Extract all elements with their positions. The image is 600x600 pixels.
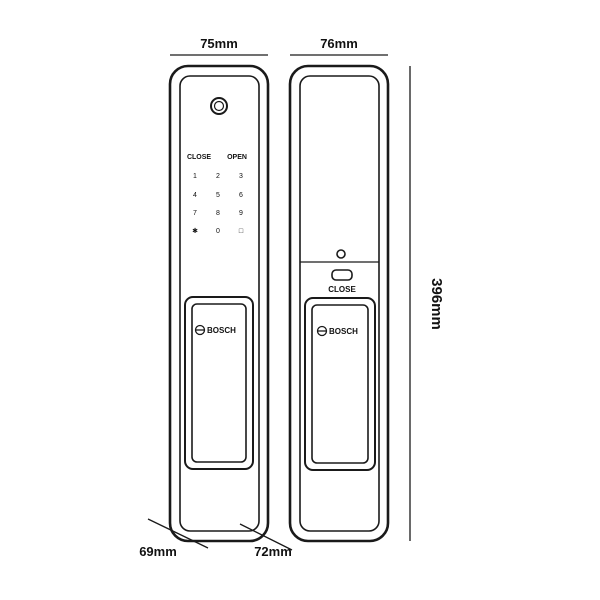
back-panel-outer — [288, 64, 390, 543]
front-depth-label: 69mm — [139, 544, 177, 559]
keypad-key[interactable]: 3 — [239, 173, 243, 180]
back-depth-line — [239, 523, 293, 551]
keypad-key[interactable]: 2 — [216, 173, 220, 180]
back-panel-inner — [299, 75, 380, 532]
front-depth-line — [147, 518, 209, 549]
dimension-lines — [147, 54, 411, 551]
keypad-key[interactable]: □ — [239, 228, 244, 235]
front-handle-outer — [184, 296, 254, 470]
front-panel-inner — [179, 75, 260, 532]
front-width-label: 75mm — [200, 36, 238, 51]
indicator-dot-icon — [336, 249, 346, 259]
back-depth-label: 72mm — [254, 544, 292, 559]
front-panel-outer — [168, 64, 270, 543]
keypad-key[interactable]: ✱ — [192, 227, 198, 235]
keypad: 1 2 3 4 5 6 7 8 9 ✱ 0 □ — [192, 173, 244, 235]
keypad-key[interactable]: 4 — [193, 192, 197, 199]
front-open-label: OPEN — [227, 154, 247, 161]
front-close-label: CLOSE — [187, 154, 211, 161]
height-label: 396mm — [428, 278, 445, 330]
front-brand-label: BOSCH — [207, 326, 236, 335]
keypad-key[interactable]: 5 — [216, 192, 220, 199]
keypad-key[interactable]: 9 — [239, 210, 243, 217]
back-handle[interactable] — [304, 297, 376, 471]
keypad-key[interactable]: 7 — [193, 210, 197, 217]
bosch-logo-icon — [194, 324, 206, 336]
keypad-key[interactable]: 0 — [216, 228, 220, 235]
back-brand-label: BOSCH — [329, 327, 358, 336]
back-handle-inner — [311, 304, 369, 464]
front-handle[interactable] — [184, 296, 254, 470]
keypad-key[interactable]: 1 — [193, 173, 197, 180]
thumb-turn-icon[interactable] — [331, 269, 353, 281]
keypad-key[interactable]: 6 — [239, 192, 243, 199]
bosch-logo-icon — [316, 325, 328, 337]
back-close-label: CLOSE — [328, 285, 356, 294]
keypad-key[interactable]: 8 — [216, 210, 220, 217]
fingerprint-sensor-icon[interactable] — [210, 97, 228, 115]
back-handle-outer — [304, 297, 376, 471]
front-handle-inner — [191, 303, 247, 463]
back-width-label: 76mm — [320, 36, 358, 51]
front-panel — [168, 64, 270, 543]
back-panel — [288, 64, 390, 543]
